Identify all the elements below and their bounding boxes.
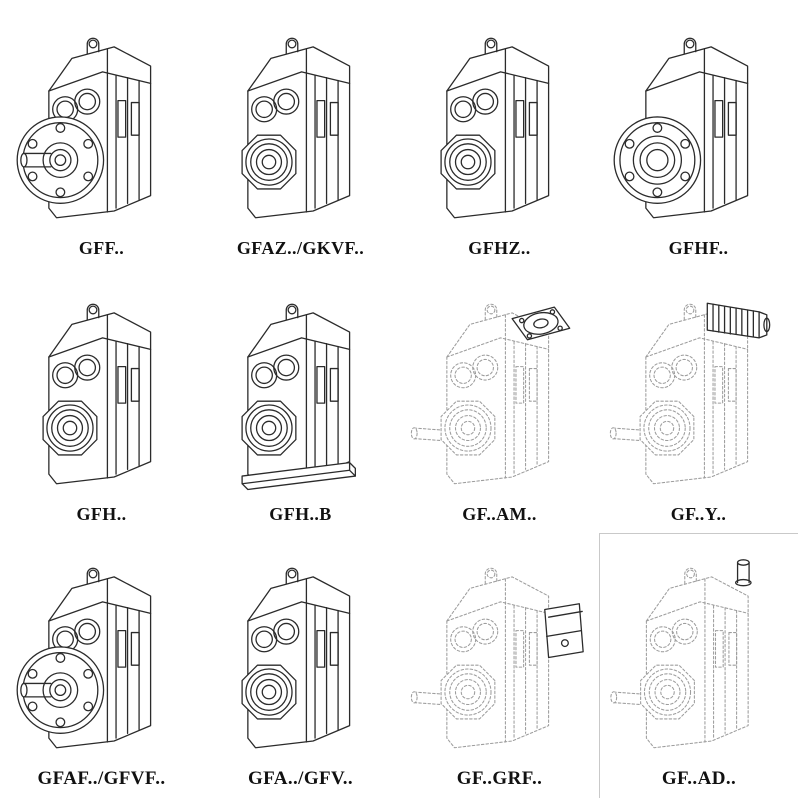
model-label: GFF.. <box>78 238 125 259</box>
gearbox-drawing-gfh <box>42 303 151 484</box>
catalog-item: GFA../GFV.. <box>201 533 400 798</box>
model-label: GF..GRF.. <box>456 768 543 789</box>
model-label: GF..AD.. <box>661 768 737 789</box>
model-label: GFH.. <box>76 503 127 524</box>
gearbox-drawing-gf-ad <box>610 559 752 749</box>
gearbox-drawing-gfaf-gfvf <box>16 567 151 749</box>
gearbox-drawing-gf-grf <box>410 567 584 749</box>
gearbox-drawing-gfhz <box>440 38 549 219</box>
model-label: GF..AM.. <box>462 503 537 524</box>
model-label: GFH..B <box>269 503 332 524</box>
model-label: GFAZ../GKVF.. <box>236 238 365 259</box>
catalog-item: GFHZ.. <box>400 2 599 267</box>
model-label: GFHZ.. <box>468 238 531 259</box>
catalog-item: GFAZ../GKVF.. <box>201 2 400 267</box>
catalog-item: GFH..B <box>201 267 400 532</box>
catalog-item: GF..AD.. <box>599 532 798 798</box>
catalog-item: GFHF.. <box>599 2 798 267</box>
catalog-item: GF..Y.. <box>599 267 798 532</box>
gearbox-drawing-gf-am <box>410 303 571 484</box>
gearbox-drawing-gf-y <box>609 302 770 484</box>
model-label: GF..Y.. <box>670 503 727 524</box>
catalog-item: GFAF../GFVF.. <box>2 533 201 798</box>
gearbox-drawing-gfh-b <box>241 303 356 490</box>
gearbox-drawing-gfaz-gkvf <box>241 38 350 219</box>
catalog-item: GF..GRF.. <box>400 533 599 798</box>
catalog-item: GFF.. <box>2 2 201 267</box>
catalog-item: GF..AM.. <box>400 267 599 532</box>
model-label: GFA../GFV.. <box>247 768 354 789</box>
model-label: GFAF../GFVF.. <box>37 768 166 789</box>
model-label: GFHF.. <box>668 238 729 259</box>
catalog-item: GFH.. <box>2 267 201 532</box>
gearbox-drawing-gff <box>16 38 151 219</box>
gearbox-drawing-gfhf <box>613 38 748 219</box>
gearbox-drawing-gfa-gfv <box>241 567 350 749</box>
